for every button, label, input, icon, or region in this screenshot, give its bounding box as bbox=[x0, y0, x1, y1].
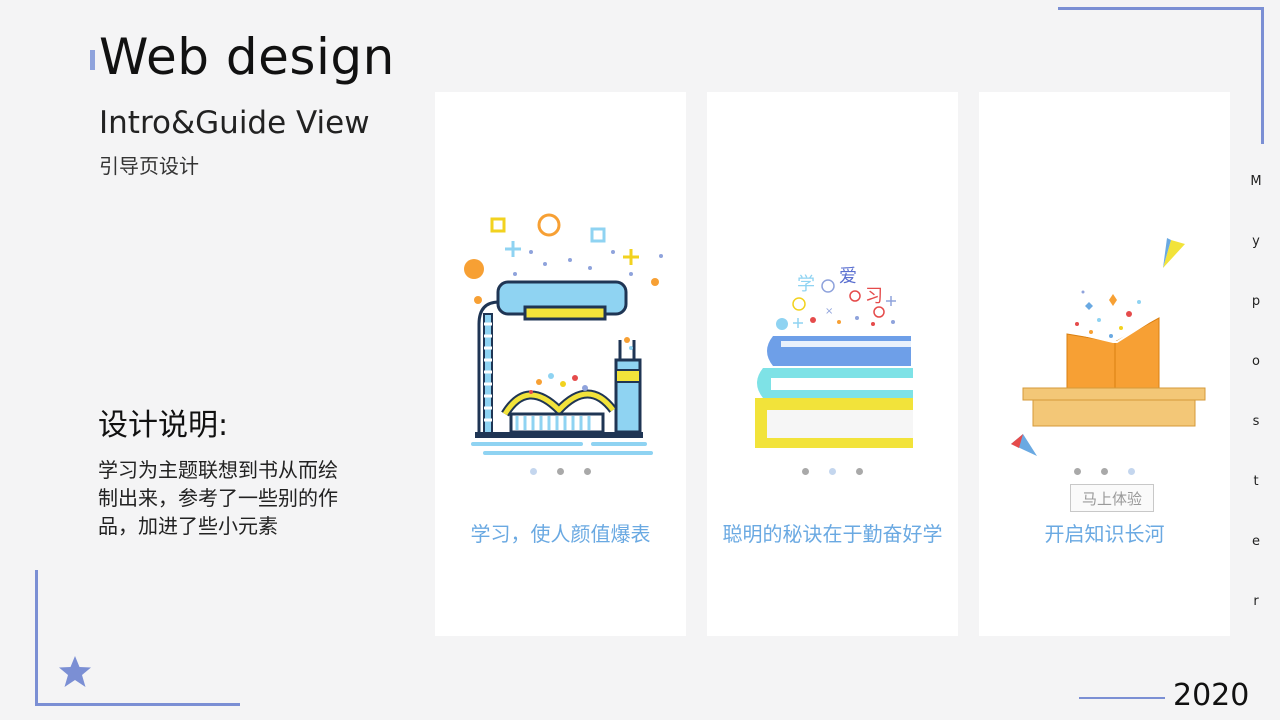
year-line bbox=[1079, 697, 1165, 699]
frame-line-right bbox=[1261, 7, 1264, 144]
page-title: Web design bbox=[99, 28, 395, 86]
start-experience-button[interactable]: 马上体验 bbox=[1070, 484, 1154, 512]
vertical-letter: e bbox=[1252, 534, 1260, 549]
pagination-dot[interactable] bbox=[584, 468, 591, 475]
floating-char: 爱 bbox=[839, 266, 857, 287]
frame-line-left bbox=[35, 570, 38, 706]
description-line: 制出来，参考了一些别的作 bbox=[98, 486, 338, 510]
pagination-dot[interactable] bbox=[557, 468, 564, 475]
year-label: 2020 bbox=[1173, 678, 1250, 713]
star-icon bbox=[59, 656, 91, 687]
vertical-letter: r bbox=[1253, 594, 1259, 609]
pagination-dot[interactable] bbox=[1101, 468, 1108, 475]
title-accent-bar bbox=[90, 50, 95, 70]
pagination-dot[interactable] bbox=[1128, 468, 1135, 475]
frame-line-bottom bbox=[35, 703, 240, 706]
pagination-dot[interactable] bbox=[530, 468, 537, 475]
pagination-dot[interactable] bbox=[802, 468, 809, 475]
pagination-dots bbox=[707, 468, 958, 476]
book-stack-illustration: 学 爱 习 × bbox=[755, 266, 913, 448]
frame-line-top bbox=[1058, 7, 1264, 10]
vertical-letter: s bbox=[1252, 414, 1260, 429]
open-book-illustration bbox=[1011, 238, 1206, 456]
pagination-dot[interactable] bbox=[1074, 468, 1081, 475]
lamp-book-illustration bbox=[464, 213, 663, 455]
card-caption: 开启知识长河 bbox=[1044, 522, 1165, 546]
description-body: 学习为主题联想到书从而绘 制出来，参考了一些别的作 品，加进了些小元素 bbox=[98, 456, 398, 540]
guide-card-3[interactable]: 马上体验 开启知识长河 bbox=[979, 92, 1230, 636]
guide-card-1[interactable]: 学习，使人颜值爆表 bbox=[435, 92, 686, 636]
card-caption: 聪明的秘诀在于勤奋好学 bbox=[722, 522, 943, 546]
page-subtitle-cn: 引导页设计 bbox=[99, 154, 199, 178]
pagination-dots bbox=[979, 468, 1230, 476]
card-caption: 学习，使人颜值爆表 bbox=[470, 522, 651, 546]
description-line: 学习为主题联想到书从而绘 bbox=[98, 458, 338, 482]
floating-char: 习 bbox=[865, 286, 883, 307]
paper-plane-icon bbox=[1163, 240, 1185, 268]
guide-card-2[interactable]: 学 爱 习 × 聪明的秘诀在于勤奋好学 bbox=[707, 92, 958, 636]
vertical-letters: M y p o s t e r bbox=[1247, 172, 1265, 652]
floating-char: 学 bbox=[797, 274, 815, 295]
description-line: 品，加进了些小元素 bbox=[98, 514, 278, 538]
page-subtitle: Intro&Guide View bbox=[99, 105, 370, 141]
description-heading: 设计说明: bbox=[98, 408, 229, 443]
vertical-letter: y bbox=[1252, 234, 1260, 249]
pagination-dot[interactable] bbox=[829, 468, 836, 475]
vertical-letter: M bbox=[1250, 174, 1262, 189]
vertical-letter: t bbox=[1253, 474, 1259, 489]
vertical-letter: o bbox=[1252, 354, 1260, 369]
pagination-dot[interactable] bbox=[856, 468, 863, 475]
svg-text:×: × bbox=[825, 306, 833, 317]
pagination-dots bbox=[435, 468, 686, 476]
vertical-letter: p bbox=[1251, 294, 1261, 309]
